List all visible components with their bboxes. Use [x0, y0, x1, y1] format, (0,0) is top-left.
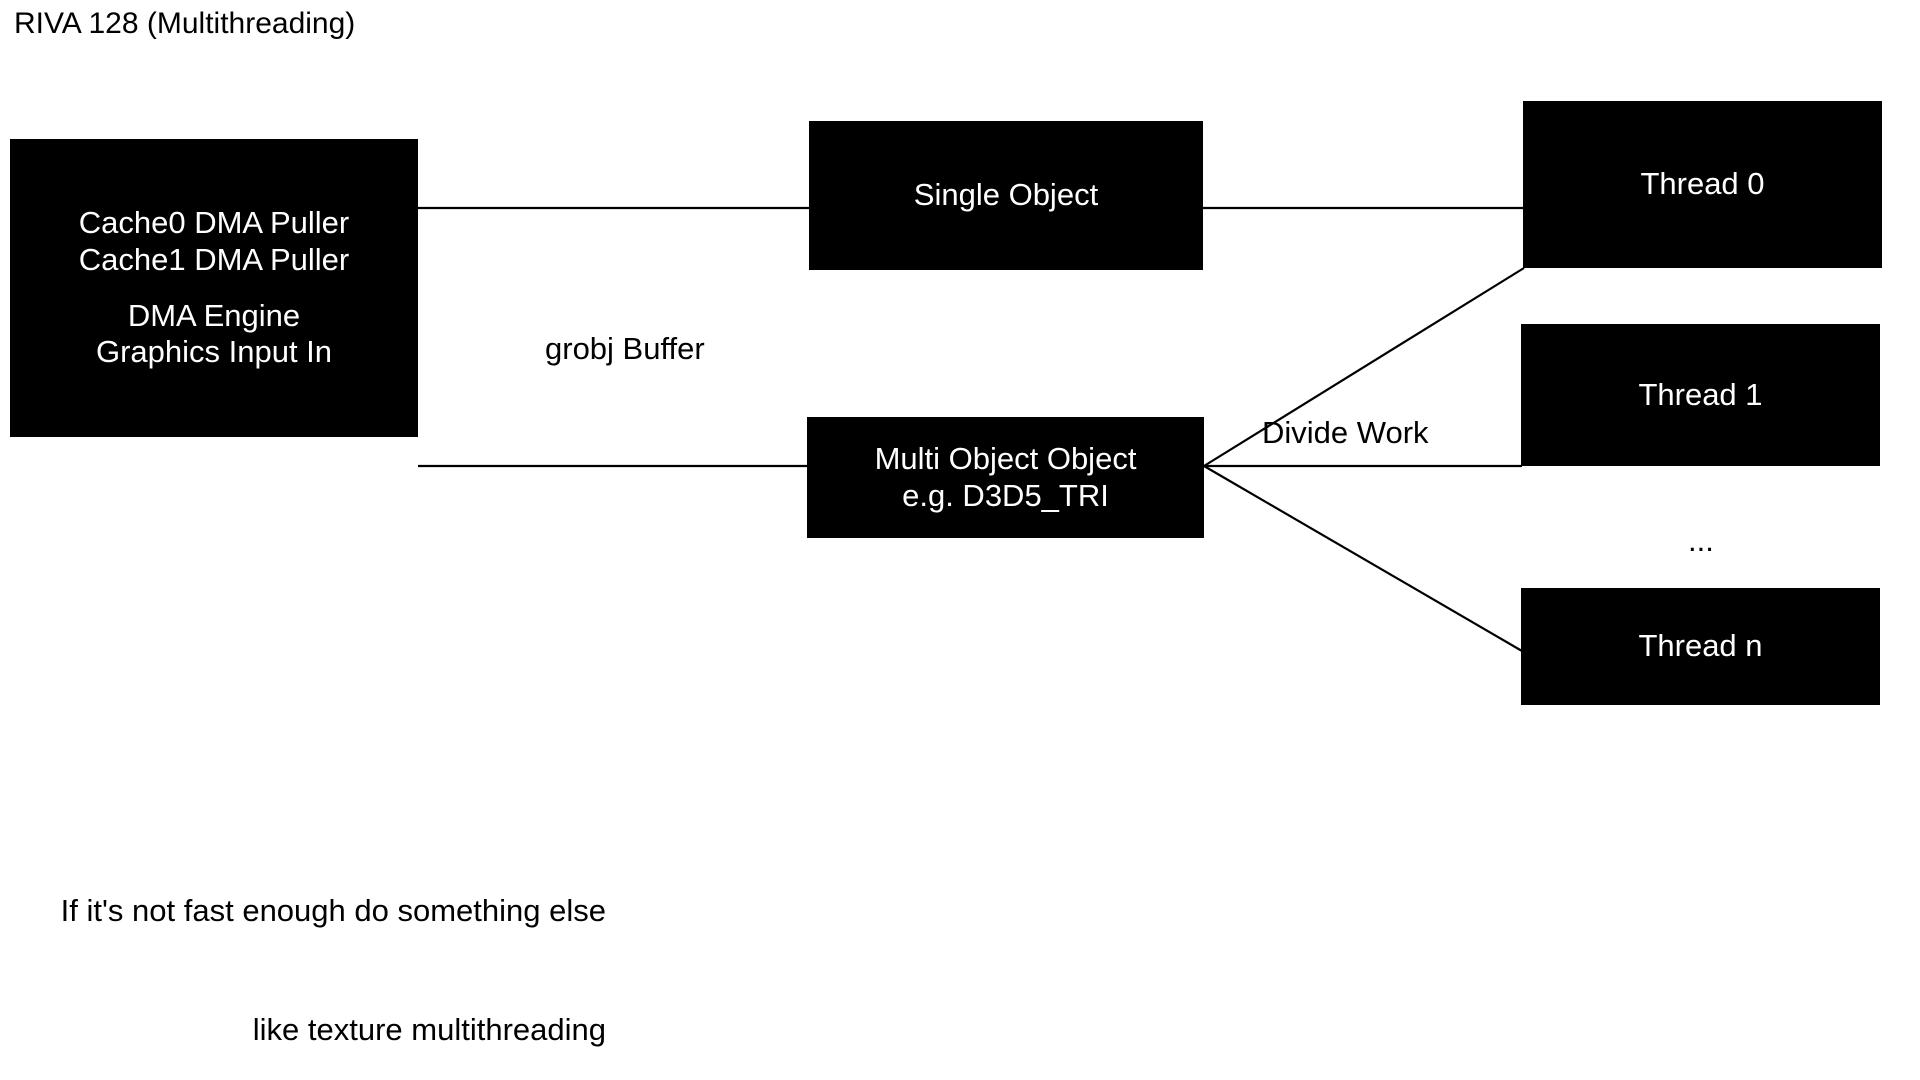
node-dma-engine[interactable]: Cache0 DMA Puller Cache1 DMA Puller DMA … — [10, 139, 418, 437]
edge-multi-object-to-thread-n — [1203, 465, 1523, 652]
node-thread-1-label: Thread 1 — [1638, 376, 1763, 412]
node-multi-object-line-2: e.g. D3D5_TRI — [902, 477, 1109, 513]
node-thread-n[interactable]: Thread n — [1521, 588, 1880, 705]
node-dma-engine-line-4: DMA Engine — [127, 297, 301, 333]
node-thread-n-label: Thread n — [1638, 628, 1763, 664]
node-thread-0[interactable]: Thread 0 — [1523, 101, 1882, 268]
footnote-line-2: like texture multithreading — [252, 1012, 606, 1048]
node-thread-0-label: Thread 0 — [1640, 166, 1765, 202]
node-thread-1[interactable]: Thread 1 — [1521, 324, 1880, 466]
node-multi-object-line-1: Multi Object Object — [874, 440, 1137, 476]
node-dma-engine-line-2: Cache1 DMA Puller — [78, 241, 350, 277]
node-dma-engine-line-5: Graphics Input In — [95, 334, 333, 370]
node-dma-engine-line-1: Cache0 DMA Puller — [78, 205, 350, 241]
footnote-line-1: If it's not fast enough do something els… — [60, 893, 606, 929]
node-single-object-label: Single Object — [913, 177, 1099, 213]
edge-label-divide-work: Divide Work — [1262, 415, 1429, 450]
page-title: RIVA 128 (Multithreading) — [14, 7, 356, 40]
footnote: If it's not fast enough do something els… — [0, 812, 606, 1080]
edge-label-grobj-buffer: grobj Buffer — [545, 331, 705, 366]
node-single-object[interactable]: Single Object — [809, 121, 1203, 270]
threads-ellipsis: ... — [1688, 523, 1714, 558]
node-multi-object[interactable]: Multi Object Object e.g. D3D5_TRI — [807, 417, 1204, 538]
